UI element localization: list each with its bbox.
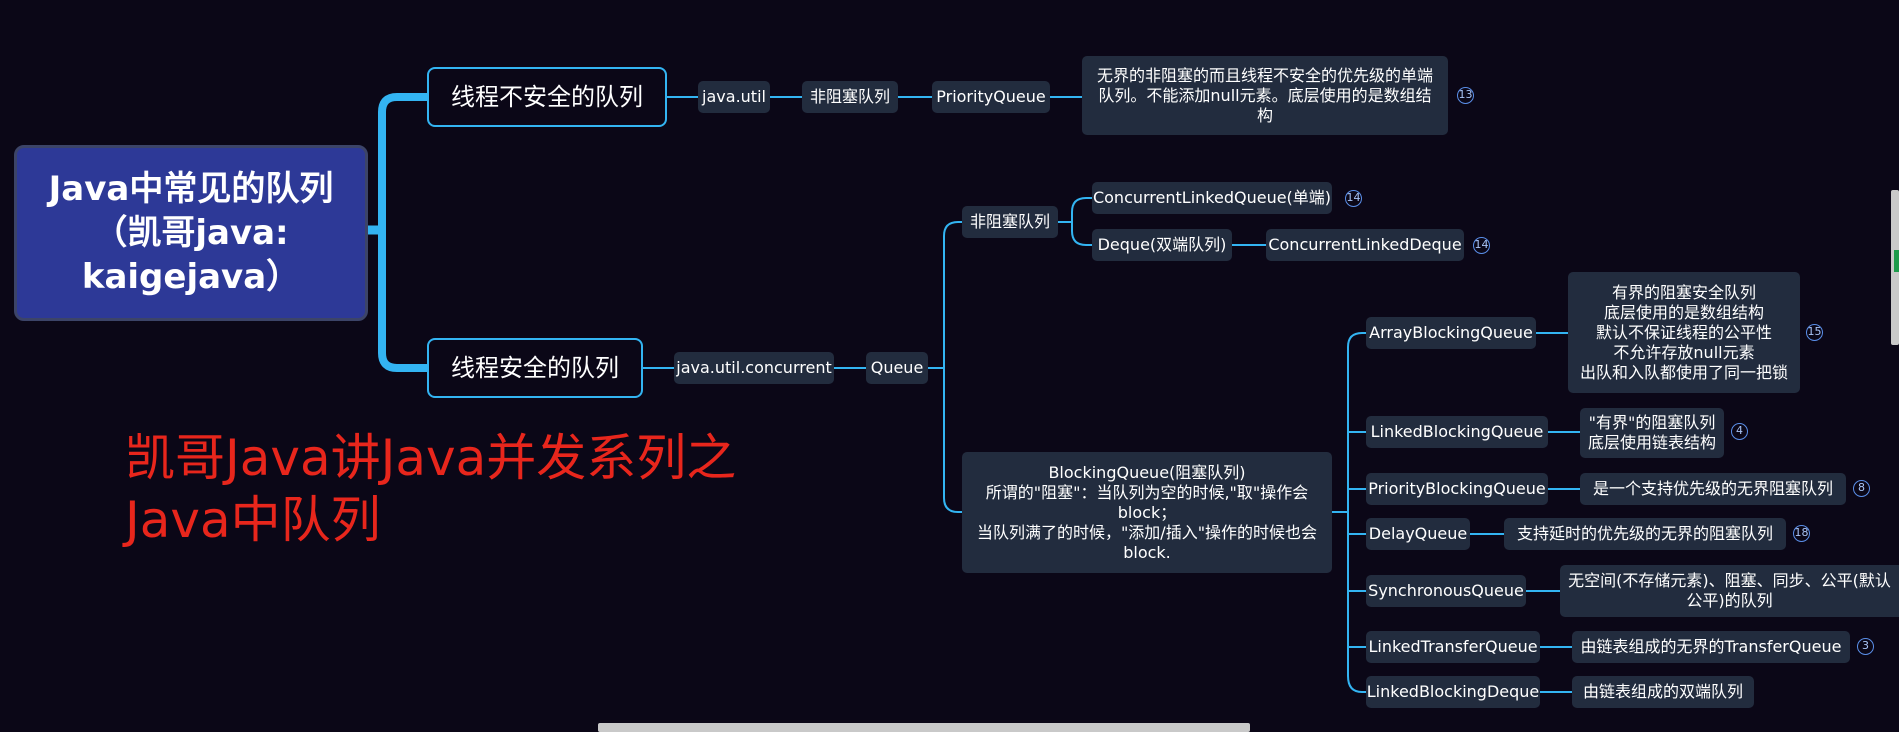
description-line: 无空间(不存储元素)、阻塞、同步、公平(默认 xyxy=(1568,571,1891,590)
description-line: 公平)的队列 xyxy=(1686,591,1773,610)
safe-non-blocking-node[interactable]: 非阻塞队列 xyxy=(962,206,1058,238)
count-badge[interactable]: 15 xyxy=(1806,324,1823,341)
description-line: 底层使用链表结构 xyxy=(1588,433,1717,452)
root-line-3: kaigejava） xyxy=(81,257,301,297)
linked-blocking-queue-node[interactable]: LinkedBlockingQueue xyxy=(1366,416,1548,448)
description-line: 默认不保证线程的公平性 xyxy=(1595,322,1772,342)
linked-blocking-queue-description[interactable]: "有界"的阻塞队列 底层使用链表结构 xyxy=(1580,408,1724,458)
blocking-queue-node[interactable]: BlockingQueue(阻塞队列) 所谓的"阻塞"：当队列为空的时候,"取"… xyxy=(962,452,1332,573)
count-badge[interactable]: 14 xyxy=(1345,190,1362,207)
blocking-line: block. xyxy=(1123,542,1171,562)
synchronous-queue-node[interactable]: SynchronousQueue xyxy=(1366,575,1526,607)
deque-node[interactable]: Deque(双端队列) xyxy=(1092,229,1232,261)
safe-queue-node[interactable]: 线程安全的队列 xyxy=(427,338,643,398)
root-node[interactable]: Java中常见的队列 （凯哥java: kaigejava） xyxy=(14,145,368,321)
caption-line: Java中队列 xyxy=(125,491,381,549)
concurrent-linked-deque-node[interactable]: ConcurrentLinkedDeque xyxy=(1266,229,1464,261)
linked-transfer-queue-node[interactable]: LinkedTransferQueue xyxy=(1366,631,1540,663)
red-caption: 凯哥Java讲Java并发系列之 Java中队列 xyxy=(125,427,736,551)
description-line: 队列。不能添加null元素。底层使用的是数组结 xyxy=(1098,85,1432,105)
description-line: 无界的非阻塞的而且线程不安全的优先级的单端 xyxy=(1096,65,1433,85)
count-badge[interactable]: 14 xyxy=(1473,237,1490,254)
queue-interface-node[interactable]: Queue xyxy=(866,352,928,384)
concurrent-linked-queue-node[interactable]: ConcurrentLinkedQueue(单端) xyxy=(1092,182,1332,214)
count-badge[interactable]: 18 xyxy=(1793,525,1810,542)
count-badge[interactable]: 3 xyxy=(1857,638,1874,655)
priority-queue-node[interactable]: PriorityQueue xyxy=(932,81,1050,113)
trunk-to-unsafe xyxy=(378,93,427,230)
edge-marker xyxy=(1894,250,1899,272)
linked-blocking-deque-node[interactable]: LinkedBlockingDeque xyxy=(1366,676,1540,708)
caption-line: 凯哥Java讲Java并发系列之 xyxy=(125,429,737,487)
count-badge[interactable]: 13 xyxy=(1457,87,1474,104)
java-util-node[interactable]: java.util xyxy=(698,81,770,113)
count-badge[interactable]: 8 xyxy=(1853,480,1870,497)
linked-transfer-queue-description[interactable]: 由链表组成的无界的TransferQueue xyxy=(1572,631,1850,663)
array-blocking-queue-node[interactable]: ArrayBlockingQueue xyxy=(1366,317,1536,349)
delay-queue-description[interactable]: 支持延时的优先级的无界的阻塞队列 xyxy=(1504,518,1786,550)
description-line: 构 xyxy=(1256,105,1273,125)
description-line: 不允许存放null元素 xyxy=(1613,342,1755,362)
description-line: 出队和入队都使用了同一把锁 xyxy=(1579,362,1788,382)
description-line: "有界"的阻塞队列 xyxy=(1588,413,1716,432)
blocking-line: BlockingQueue(阻塞队列) xyxy=(1048,462,1246,482)
priority-blocking-queue-description[interactable]: 是一个支持优先级的无界阻塞队列 xyxy=(1580,473,1846,505)
delay-queue-node[interactable]: DelayQueue xyxy=(1366,518,1470,550)
linked-blocking-deque-description[interactable]: 由链表组成的双端队列 xyxy=(1572,676,1754,708)
unsafe-queue-node[interactable]: 线程不安全的队列 xyxy=(427,67,667,127)
root-line-1: Java中常见的队列 xyxy=(48,169,334,209)
synchronous-queue-description[interactable]: 无空间(不存储元素)、阻塞、同步、公平(默认 公平)的队列 xyxy=(1560,565,1899,617)
blocking-line: 当队列满了的时候，"添加/插入"操作的时候也会 xyxy=(976,522,1318,542)
count-badge[interactable]: 4 xyxy=(1731,423,1748,440)
non-blocking-queue-node[interactable]: 非阻塞队列 xyxy=(802,81,898,113)
blocking-line: block； xyxy=(1117,502,1177,522)
horizontal-scrollbar[interactable] xyxy=(598,723,1250,732)
root-line-2: （凯哥java: xyxy=(93,213,289,253)
description-line: 底层使用的是数组结构 xyxy=(1603,302,1764,322)
array-blocking-queue-description[interactable]: 有界的阻塞安全队列 底层使用的是数组结构 默认不保证线程的公平性 不允许存放nu… xyxy=(1568,272,1800,393)
blocking-line: 所谓的"阻塞"：当队列为空的时候,"取"操作会 xyxy=(985,482,1309,502)
priority-queue-description[interactable]: 无界的非阻塞的而且线程不安全的优先级的单端 队列。不能添加null元素。底层使用… xyxy=(1082,56,1448,135)
java-util-concurrent-node[interactable]: java.util.concurrent xyxy=(674,352,834,384)
trunk-to-safe xyxy=(378,230,427,372)
priority-blocking-queue-node[interactable]: PriorityBlockingQueue xyxy=(1366,473,1548,505)
description-line: 有界的阻塞安全队列 xyxy=(1611,282,1756,302)
